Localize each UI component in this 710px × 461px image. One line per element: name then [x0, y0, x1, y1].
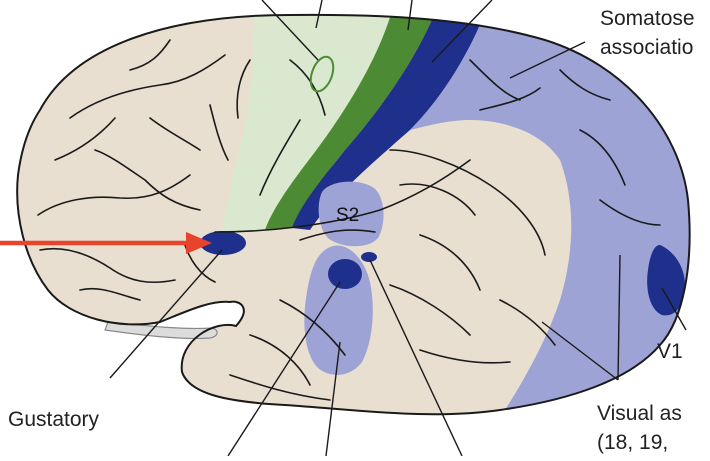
vestibular-spot [361, 252, 377, 262]
label-gustatory: Gustatory [8, 408, 100, 431]
gustatory-arrow [0, 232, 212, 254]
label-visual: Visual as [597, 402, 682, 425]
label-association: associatio [600, 36, 693, 59]
label-somatosensory: Somatose [600, 7, 695, 30]
v1-region [647, 245, 685, 316]
leader-lines [109, 0, 687, 457]
brain-outline [16, 13, 691, 416]
motor-area [222, 14, 395, 232]
sulci [37, 39, 661, 401]
association-cortex [410, 14, 690, 415]
motor-focus-ellipse [309, 55, 335, 93]
label-visual-areas: (18, 19, [597, 431, 668, 454]
s2-region [318, 181, 384, 247]
primary-motor-strip [265, 14, 440, 230]
gustatory-spot [200, 231, 246, 255]
primary-somatosensory-strip [292, 14, 490, 230]
label-s2: S2 [336, 205, 359, 226]
auditory-spot [328, 259, 362, 289]
olfactory-tract [104, 321, 218, 340]
label-v1: V1 [657, 340, 683, 363]
